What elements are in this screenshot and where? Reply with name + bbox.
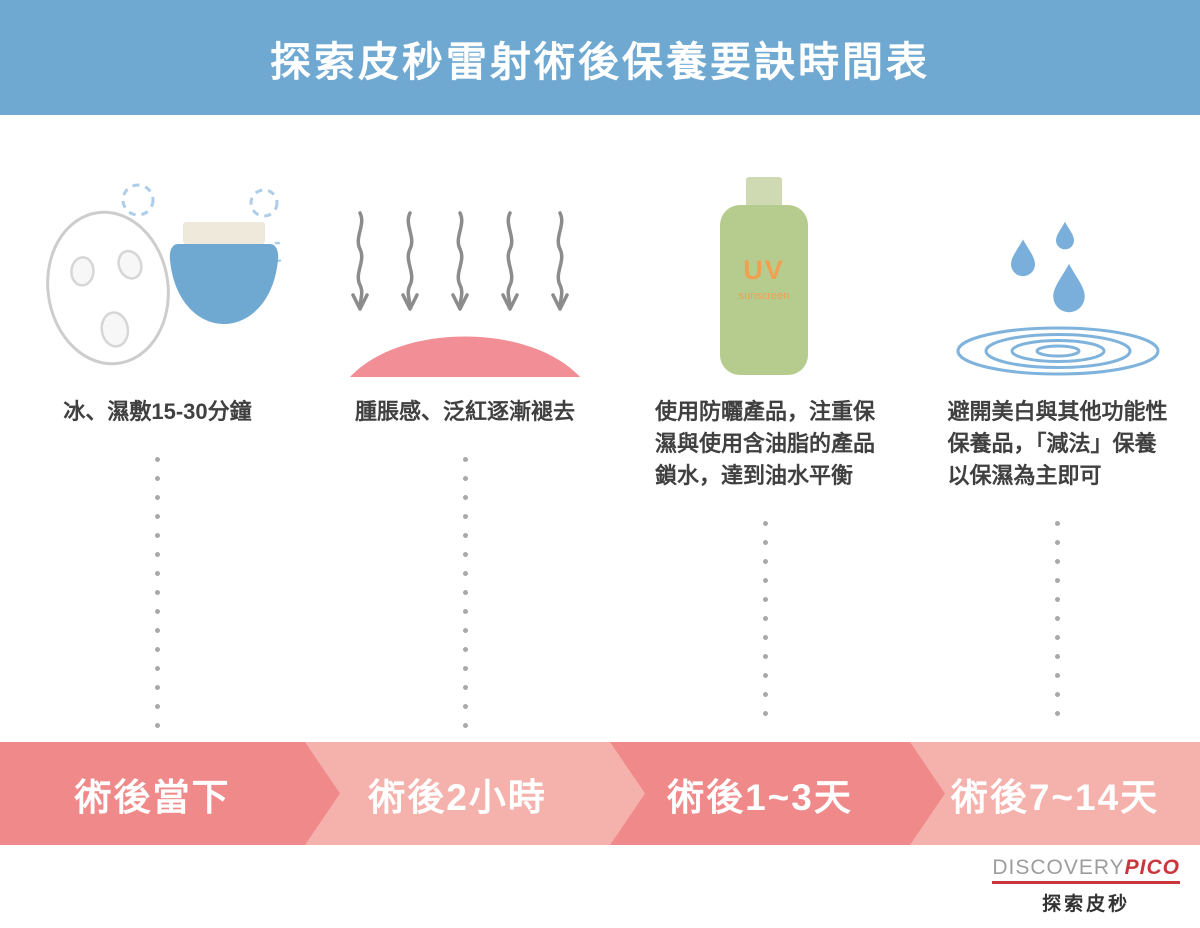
stage-label: 術後1~3天 bbox=[667, 776, 853, 818]
heat-waves-icon bbox=[350, 211, 580, 377]
timeline-bar: 術後當下 術後2小時 術後1~3天 術後7~14天 bbox=[0, 742, 1200, 845]
step-column-1: 冰、濕敷15-30分鐘 bbox=[0, 115, 315, 742]
swelling-fading-icon bbox=[315, 115, 615, 380]
dotted-connector bbox=[1055, 513, 1060, 730]
brand-pico: PICO bbox=[1124, 856, 1180, 879]
timeline-stage-2: 術後2小時 bbox=[305, 742, 645, 845]
caption-wrap: 腫脹感、泛紅逐漸褪去 bbox=[315, 396, 615, 428]
step-column-4: 避開美白與其他功能性 保養品，「減法」保養 以保濕為主即可 bbox=[915, 115, 1200, 742]
steps-row: 冰、濕敷15-30分鐘 bbox=[0, 115, 1200, 742]
timeline-stage-3: 術後1~3天 bbox=[610, 742, 945, 845]
brand-logo: DISCOVERYPICO 探索皮秒 bbox=[992, 857, 1180, 916]
caption-wrap: 冰、濕敷15-30分鐘 bbox=[0, 396, 315, 428]
brand-wordmark: DISCOVERYPICO bbox=[992, 857, 1180, 884]
moisture-icon-box bbox=[915, 115, 1200, 380]
sunscreen-bottle-icon: UV sunscreen bbox=[720, 177, 808, 375]
skin-mound bbox=[350, 336, 580, 377]
step-caption: 冰、濕敷15-30分鐘 bbox=[63, 399, 252, 424]
header-banner: 探索皮秒雷射術後保養要訣時間表 bbox=[0, 0, 1200, 115]
caption-wrap: 使用防曬產品，注重保 濕與使用含油脂的產品 鎖水，達到油水平衡 bbox=[615, 396, 915, 492]
step-column-2: 腫脹感、泛紅逐漸褪去 bbox=[315, 115, 615, 742]
dotted-connector bbox=[462, 449, 468, 730]
step-caption: 避開美白與其他功能性 保養品，「減法」保養 以保濕為主即可 bbox=[947, 399, 1168, 488]
sunscreen-label: sunscreen bbox=[739, 290, 790, 302]
brand-discovery: DISCOVERY bbox=[992, 856, 1125, 879]
timeline-stage-1: 術後當下 bbox=[0, 742, 340, 845]
step-column-3: UV sunscreen 使用防曬產品，注重保 濕與使用含油脂的產品 鎖水，達到… bbox=[615, 115, 915, 742]
stage-label: 術後當下 bbox=[74, 776, 231, 818]
page-title: 探索皮秒雷射術後保養要訣時間表 bbox=[270, 38, 930, 85]
step-caption: 使用防曬產品，注重保 濕與使用含油脂的產品 鎖水，達到油水平衡 bbox=[654, 399, 875, 488]
stage-label: 術後7~14天 bbox=[950, 776, 1160, 818]
dotted-connector bbox=[762, 513, 768, 730]
mask-and-cream-jar-icon bbox=[45, 183, 283, 366]
caption-wrap: 避開美白與其他功能性 保養品，「減法」保養 以保濕為主即可 bbox=[915, 396, 1200, 492]
uv-label: UV bbox=[743, 255, 785, 285]
dotted-connector bbox=[155, 449, 160, 730]
sunscreen-icon-box: UV sunscreen bbox=[615, 115, 915, 380]
brand-chinese-name: 探索皮秒 bbox=[1042, 894, 1131, 915]
water-drops-icon bbox=[956, 221, 1159, 376]
step-caption: 腫脹感、泛紅逐漸褪去 bbox=[354, 399, 575, 424]
stage-label: 術後2小時 bbox=[368, 776, 547, 818]
timeline-stage-4: 術後7~14天 bbox=[910, 742, 1200, 845]
cold-compress-icon bbox=[0, 115, 315, 380]
